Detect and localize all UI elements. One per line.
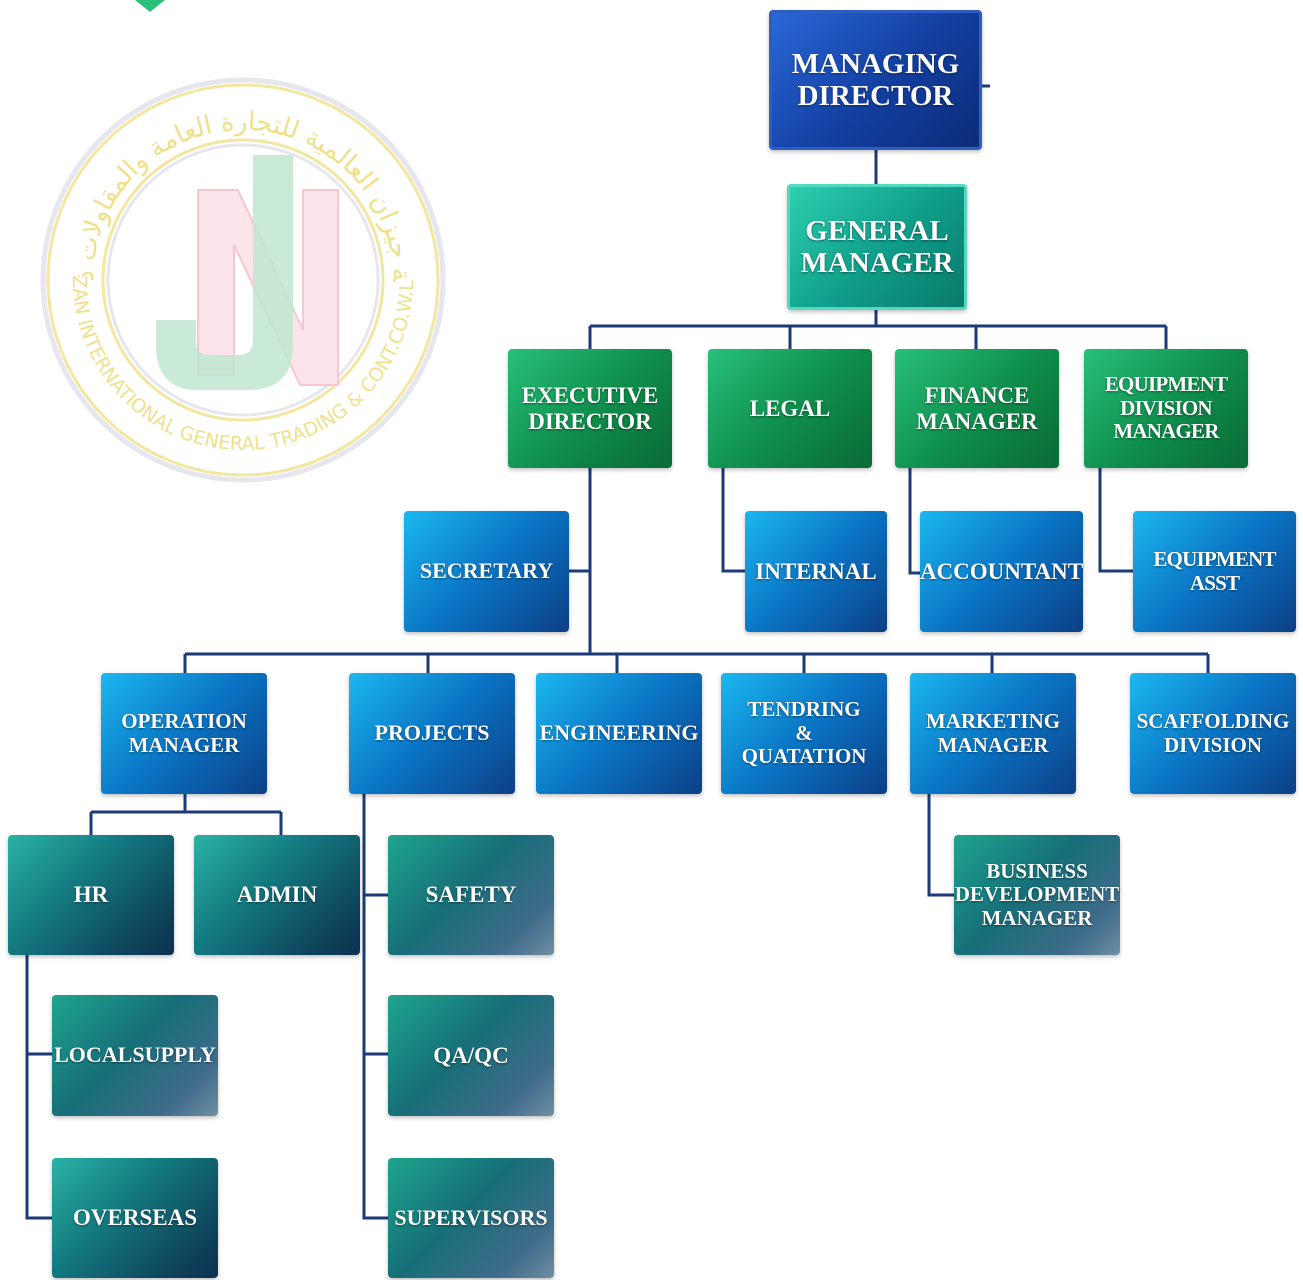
- general-manager-label-line1: GENERAL: [805, 214, 949, 247]
- finance-manager-label-line1: FINANCE: [924, 382, 1030, 408]
- corner-chevron-icon: [135, 0, 165, 12]
- operation-manager-label-line1: OPERATION: [121, 708, 247, 733]
- accountant-box: ACCOUNTANT: [920, 511, 1083, 632]
- marketing-manager-label-line2: MANAGER: [937, 732, 1049, 757]
- engineering-box: ENGINEERING: [536, 673, 702, 794]
- tendering-quotation-box: TENDRING & QUATATION: [721, 673, 887, 794]
- scaffolding-division-label-line1: SCAFFOLDING: [1136, 708, 1290, 733]
- finance-manager-box: FINANCE MANAGER: [895, 349, 1059, 468]
- local-supply-label: LOCALSUPPLY: [54, 1042, 216, 1068]
- tendering-label-line2: &: [795, 720, 813, 745]
- accountant-label: ACCOUNTANT: [919, 558, 1084, 584]
- overseas-label: OVERSEAS: [73, 1205, 197, 1231]
- equipment-asst-label: EQUIPMENT ASST: [1153, 546, 1276, 595]
- supervisors-box: SUPERVISORS: [388, 1158, 554, 1278]
- marketing-manager-label-line1: MARKETING: [925, 708, 1061, 733]
- safety-label: SAFETY: [425, 882, 517, 908]
- business-development-label-line1: BUSINESS: [986, 858, 1088, 883]
- equipment-division-manager-label-line2: DIVISION MANAGER: [1113, 395, 1219, 444]
- hr-label: HR: [73, 882, 109, 908]
- operation-manager-label-line2: MANAGER: [128, 732, 240, 757]
- secretary-box: SECRETARY: [404, 511, 569, 632]
- internal-label: INTERNAL: [755, 558, 877, 584]
- executive-director-box: EXECUTIVE DIRECTOR: [508, 349, 672, 468]
- jn-monogram-icon: [156, 155, 339, 390]
- hr-box: HR: [8, 835, 174, 955]
- projects-box: PROJECTS: [349, 673, 515, 794]
- scaffolding-division-label-line2: DIVISION: [1163, 732, 1262, 757]
- legal-label: LEGAL: [749, 395, 831, 421]
- marketing-manager-box: MARKETING MANAGER: [910, 673, 1076, 794]
- projects-label: PROJECTS: [374, 720, 490, 746]
- tendering-label-line1: TENDRING: [747, 697, 861, 722]
- managing-director-label-line1: MANAGING: [791, 47, 960, 80]
- general-manager-label-line2: MANAGER: [800, 247, 954, 279]
- admin-label: ADMIN: [236, 882, 318, 908]
- managing-director-box: MANAGING DIRECTOR: [769, 10, 982, 150]
- equipment-asst-box: EQUIPMENT ASST: [1133, 511, 1296, 632]
- tendering-label-line3: QUATATION: [741, 744, 867, 769]
- company-seal-watermark: شركة جيزان العالمية للتجارة العامة والمق…: [38, 75, 446, 483]
- admin-box: ADMIN: [194, 835, 360, 955]
- general-manager-box: GENERAL MANAGER: [787, 184, 967, 310]
- qa-qc-box: QA/QC: [388, 995, 554, 1116]
- secretary-label: SECRETARY: [419, 558, 554, 584]
- finance-manager-label-line2: MANAGER: [916, 408, 1038, 434]
- local-supply-box: LOCALSUPPLY: [52, 995, 218, 1116]
- scaffolding-division-box: SCAFFOLDING DIVISION: [1130, 673, 1296, 794]
- equipment-division-manager-label-line1: EQUIPMENT: [1104, 372, 1228, 397]
- legal-box: LEGAL: [708, 349, 872, 468]
- managing-director-label-line2: DIRECTOR: [797, 80, 954, 112]
- internal-box: INTERNAL: [745, 511, 887, 632]
- executive-director-label-line1: EXECUTIVE: [521, 382, 659, 408]
- engineering-label: ENGINEERING: [539, 720, 699, 746]
- supervisors-label: SUPERVISORS: [394, 1204, 548, 1230]
- business-development-label-line3: MANAGER: [981, 905, 1093, 930]
- qa-qc-label: QA/QC: [433, 1042, 509, 1068]
- safety-box: SAFETY: [388, 835, 554, 955]
- business-development-label-line2: DEVELOPMENT: [954, 882, 1120, 907]
- executive-director-label-line2: DIRECTOR: [528, 408, 652, 434]
- overseas-box: OVERSEAS: [52, 1158, 218, 1278]
- operation-manager-box: OPERATION MANAGER: [101, 673, 267, 794]
- equipment-division-manager-box: EQUIPMENT DIVISION MANAGER: [1084, 349, 1248, 468]
- business-development-manager-box: BUSINESS DEVELOPMENT MANAGER: [954, 835, 1120, 955]
